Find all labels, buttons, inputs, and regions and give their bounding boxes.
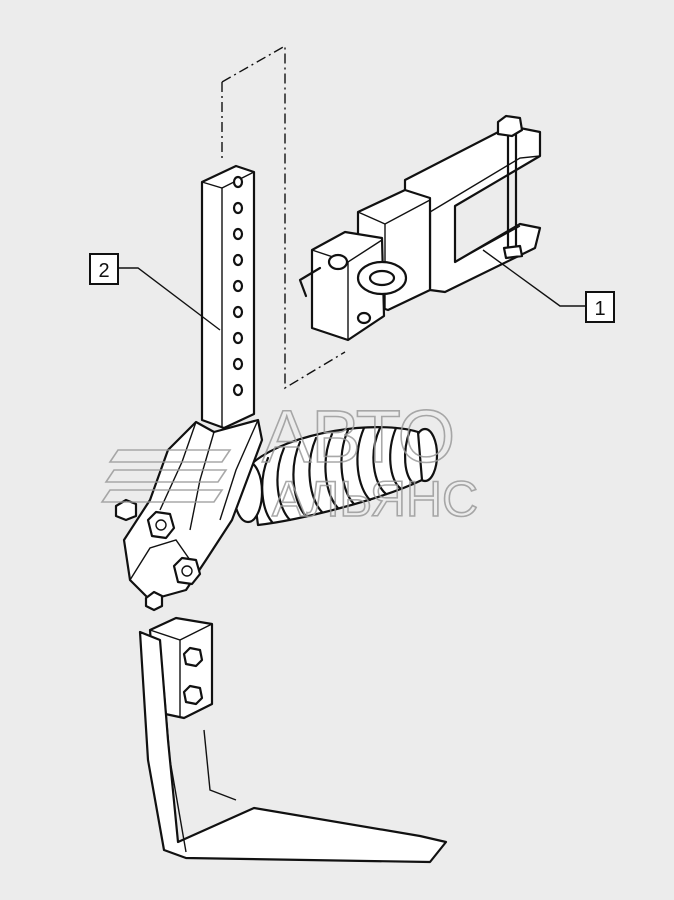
perforated-shank: [200, 164, 256, 430]
assembly-guide-line: [221, 44, 346, 390]
shank-bolt-upper: [182, 646, 204, 668]
shank-holes: [232, 175, 244, 397]
mounting-clamp-bracket: [298, 114, 542, 342]
tine-shank: [148, 616, 214, 720]
shank-bolt-lower: [182, 684, 204, 706]
callout-1-label: 1: [594, 298, 605, 320]
pivot-bolt-middle: [172, 556, 202, 586]
watermark-line2: АЛЬЯНС: [272, 471, 478, 527]
callout-1: 1: [482, 249, 615, 323]
tine-blade: [138, 630, 448, 864]
coil-spring: [232, 426, 439, 527]
watermark-stripes-icon: [100, 449, 232, 503]
watermark-logo: АВТО АЛЬЯНС: [100, 394, 479, 528]
pivot-bolt-lower: [144, 590, 164, 612]
pivot-bolt-left: [114, 498, 138, 522]
hitch-pin: [298, 253, 408, 325]
frame-bolt: [496, 114, 524, 260]
callout-2: 2: [89, 253, 221, 331]
watermark-line1: АВТО: [262, 395, 455, 478]
pivot-bracket: [114, 418, 264, 612]
callout-2-label: 2: [98, 260, 109, 282]
pivot-bolt-upper: [146, 510, 176, 540]
